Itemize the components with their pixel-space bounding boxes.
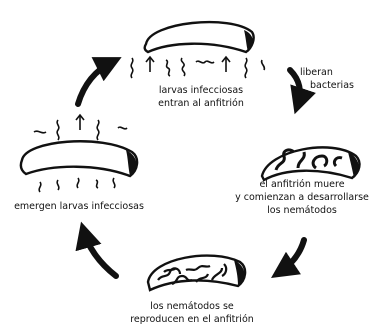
arrow-left-to-top xyxy=(78,62,112,104)
host-larva-left xyxy=(21,141,137,176)
host-larva-bottom xyxy=(148,256,245,290)
host-larva-right xyxy=(262,147,359,180)
emerging-juveniles-below xyxy=(39,178,115,192)
arrow-bottom-to-left xyxy=(84,232,116,276)
emerging-juveniles-above xyxy=(34,115,127,140)
label-release-bacteria: liberan bacterias xyxy=(296,66,366,92)
label-larvae-enter-host: larvas infecciosas entran al anfitrión xyxy=(136,84,266,110)
label-nematodes-reproduce: los nemátodos se reproducen en el anfitr… xyxy=(118,300,266,326)
arrow-right-to-bottom xyxy=(280,240,304,272)
host-larva-top xyxy=(145,22,254,52)
infective-juveniles-entering xyxy=(131,57,264,78)
label-larvae-emerge: emergen larvas infecciosas xyxy=(0,200,158,213)
label-host-dies: el anfitrión muere y comienzan a desarro… xyxy=(228,178,376,217)
